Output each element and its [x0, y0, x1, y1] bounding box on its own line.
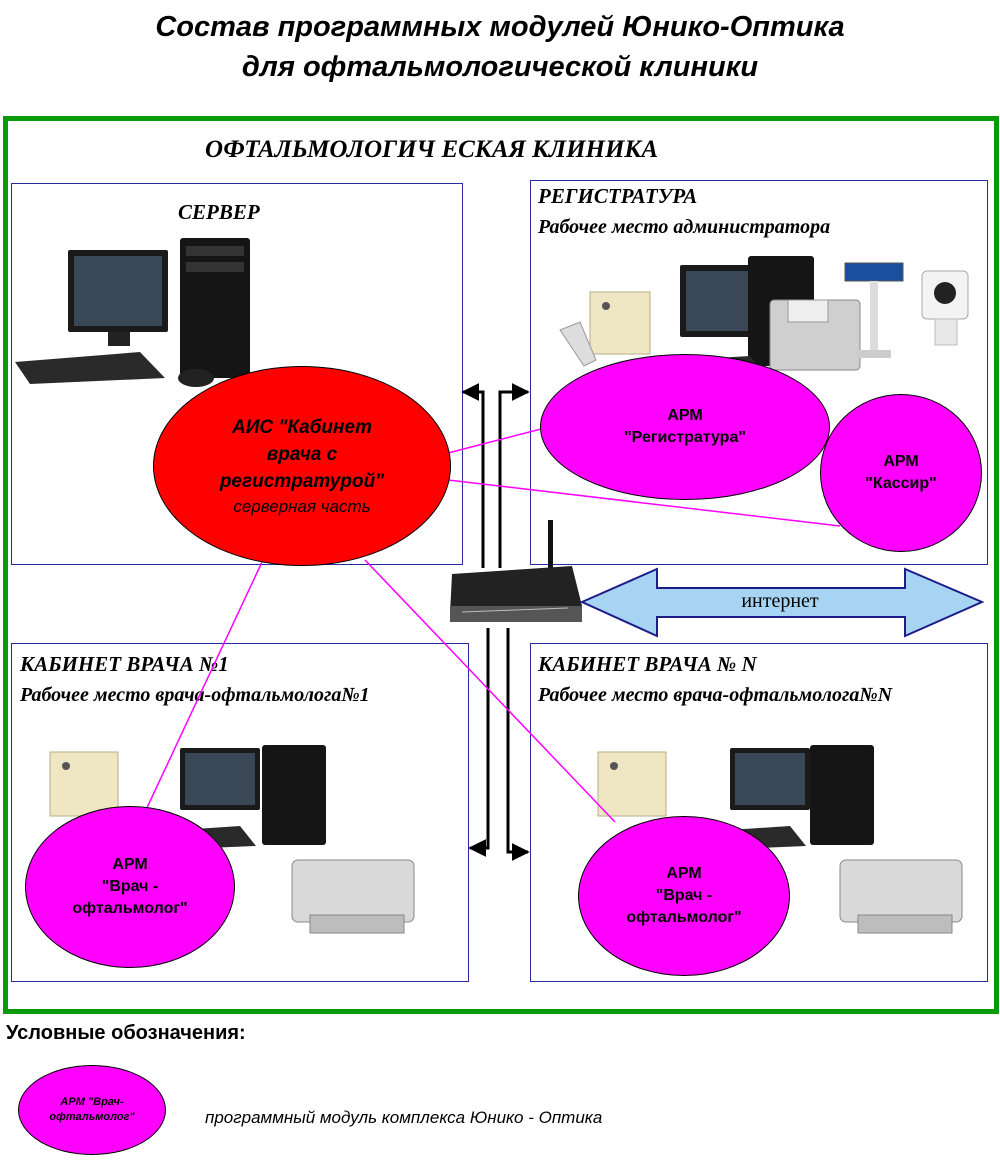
server-module-ellipse: АИС "Кабинет врача с регистратурой" серв…: [153, 366, 451, 566]
legend-title: Условные обозначения:: [6, 1022, 246, 1044]
doctorN-label: КАБИНЕТ ВРАЧА № N: [538, 652, 757, 676]
doctorN-sublabel: Рабочее место врача-офтальмолога№N: [538, 684, 893, 706]
ups-icon: [597, 751, 667, 817]
server-module-line1: АИС "Кабинет: [232, 416, 372, 438]
legend-sample-ellipse: АРМ "Врач- офтальмолог": [18, 1065, 166, 1155]
arm-cashier-line2: "Кассир": [865, 475, 937, 492]
printer-icon: [839, 859, 963, 934]
arm-doctorN-ellipse: АРМ "Врач - офтальмолог": [578, 816, 790, 976]
ups-icon: [49, 751, 119, 817]
server-label: СЕРВЕР: [178, 200, 260, 224]
server-module-line2: врача с: [266, 443, 338, 465]
arm-doctor1-line2: "Врач -: [101, 878, 159, 895]
arm-reception-ellipse: АРМ "Регистратура": [540, 354, 830, 500]
ups-icon: [589, 291, 651, 355]
network-links: [461, 383, 530, 861]
arm-reception-line1: АРМ: [667, 407, 703, 424]
arm-doctor1-ellipse: АРМ "Врач - офтальмолог": [25, 806, 235, 968]
arm-doctorN-line1: АРМ: [666, 865, 702, 882]
doctor1-sublabel: Рабочее место врача-офтальмолога№1: [20, 684, 370, 706]
webcam-icon: [921, 270, 969, 346]
reception-label: РЕГИСТРАТУРА: [538, 184, 698, 208]
barcode-scanner-icon: [559, 321, 597, 367]
router-icon: [450, 520, 582, 622]
arm-doctorN-line2: "Врач -: [655, 887, 713, 904]
diagram-title-line1: Состав программных модулей Юнико-Оптика: [155, 11, 845, 43]
arm-doctor1-line1: АРМ: [112, 856, 148, 873]
module-connections: [144, 427, 841, 823]
receipt-printer-icon: [769, 299, 861, 371]
printer-icon: [291, 859, 415, 934]
server-module-line4: серверная часть: [233, 496, 371, 516]
doctor1-label: КАБИНЕТ ВРАЧА №1: [20, 652, 229, 676]
arm-doctorN-line3: офтальмолог": [626, 909, 742, 926]
customer-display-icon: [844, 262, 904, 358]
legend-description: программный модуль комплекса Юнико - Опт…: [205, 1108, 603, 1127]
legend-sample-line1: АРМ "Врач-: [60, 1096, 124, 1108]
server-module-line3: регистратурой": [219, 470, 385, 492]
arm-cashier-line1: АРМ: [883, 453, 919, 470]
diagram-title-line2: для офтальмологической клиники: [241, 51, 759, 83]
reception-sublabel: Рабочее место администратора: [538, 216, 831, 238]
desktop-computer-icon: [15, 238, 250, 387]
legend-sample-line2: офтальмолог": [49, 1111, 135, 1123]
arm-doctor1-line3: офтальмолог": [72, 900, 188, 917]
desktop-computer-icon: [700, 745, 874, 850]
arm-reception-line2: "Регистратура": [624, 429, 746, 446]
clinic-frame: [3, 116, 999, 1014]
internet-label: интернет: [741, 590, 819, 612]
arm-cashier-ellipse: АРМ "Кассир": [820, 394, 982, 552]
internet-arrow: [579, 567, 985, 638]
clinic-label: ОФТАЛЬМОЛОГИЧ ЕСКАЯ КЛИНИКА: [205, 136, 659, 163]
